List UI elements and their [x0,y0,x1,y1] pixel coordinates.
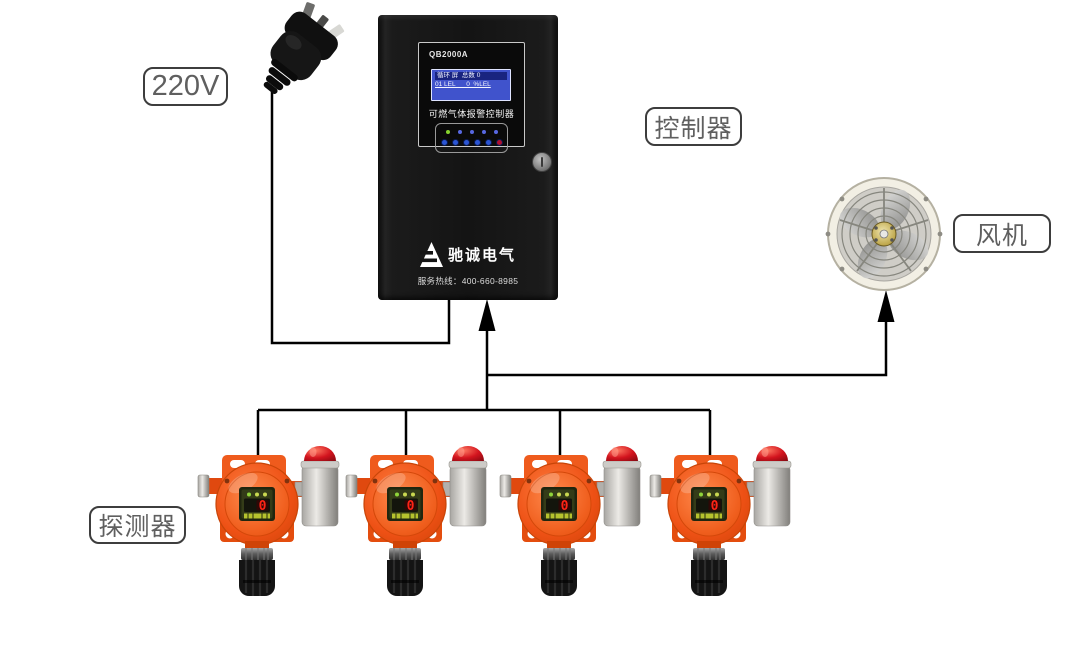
gas-detector-2 [344,444,489,598]
controller-lcd-screen: 循环 屏 总数 0 01 LEL 0 %LEL [431,69,511,101]
led-indicator-4 [481,129,486,134]
led-indicator-5 [493,129,498,134]
detector-4-reading: 0 [711,499,719,514]
panel-button-6 [495,139,503,147]
controller-display-window: QB2000A 循环 屏 总数 0 01 LEL 0 %LEL 可燃气体报警控制… [418,42,525,153]
panel-button-2 [451,139,459,147]
power-cable-wire [270,90,451,345]
detector-1-reading: 0 [259,499,267,514]
panel-button-5 [484,139,492,147]
controller-arrowhead-icon [478,299,496,331]
cabinet-lock-icon [532,152,552,172]
gas-detector-4 [648,444,793,598]
controller-unit: QB2000A 循环 屏 总数 0 01 LEL 0 %LEL 可燃气体报警控制… [378,15,558,300]
gas-detector-1 [196,444,341,598]
controller-buttons [440,139,503,147]
panel-button-1 [440,139,448,147]
controller-label: 控制器 [645,107,742,146]
led-indicator-1 [445,129,450,134]
panel-button-3 [462,139,470,147]
service-hotline: 服务热线：400-660-8985 [417,276,519,286]
lcd-status-line: 循环 屏 总数 0 [435,72,507,80]
power-voltage-label: 220V [143,67,228,106]
fan-branch-wire [487,321,888,377]
keyhole-slot [540,157,544,167]
detector-3-reading: 0 [561,499,569,514]
fan-icon [825,177,943,291]
controller-button-panel [435,123,508,153]
panel-button-4 [473,139,481,147]
lcd-channel-line: 01 LEL 0 %LEL [435,81,491,88]
brand-logo-row: 驰诚电气 [378,242,558,267]
controller-led-indicators [445,129,498,134]
controller-panel-title: 可燃气体报警控制器 [428,109,515,119]
controller-model-label: QB2000A [429,50,469,59]
fan-arrowhead-icon [877,290,895,322]
detector-2-reading: 0 [407,499,415,514]
led-indicator-2 [457,129,462,134]
power-plug-icon [263,2,345,94]
fan-grille [839,188,929,277]
brand-triangle-icon [419,242,443,267]
fan-label: 风机 [953,214,1051,253]
led-indicator-3 [469,129,474,134]
detector-label: 探测器 [89,506,186,544]
brand-name: 驰诚电气 [447,247,516,264]
gas-detector-3 [498,444,643,598]
